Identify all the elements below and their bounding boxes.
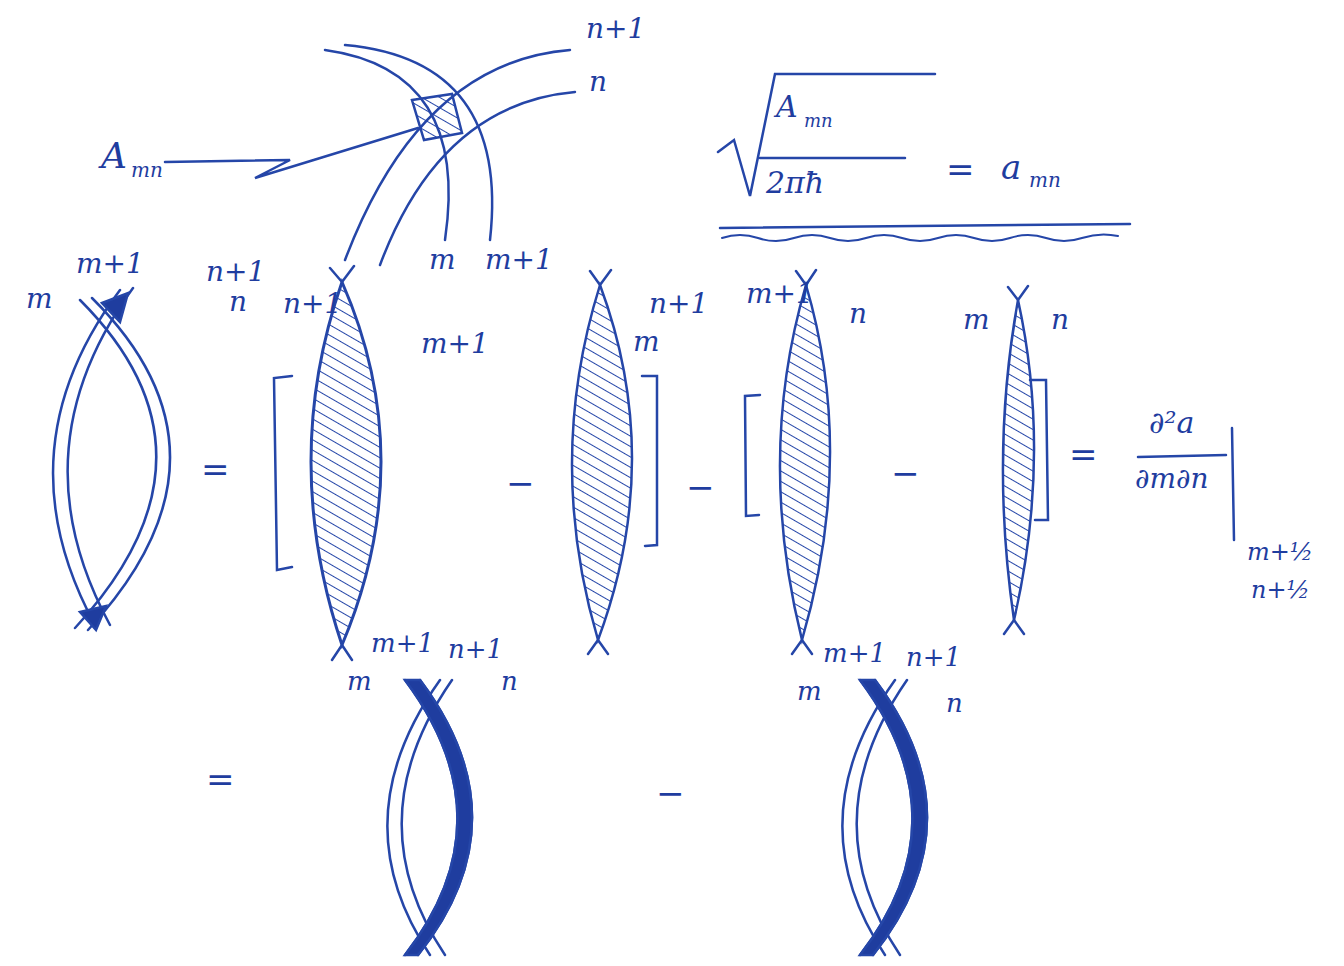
bracket xyxy=(745,395,760,516)
math-label: m+1 xyxy=(745,280,815,308)
math-label: A xyxy=(775,92,799,122)
hatched-lens xyxy=(311,282,381,645)
evaluation-bar xyxy=(1232,428,1234,540)
math-label: m+1 xyxy=(420,330,490,358)
crossing-cell xyxy=(80,606,106,630)
math-label: = xyxy=(1068,437,1099,471)
math-label: m xyxy=(346,668,373,694)
math-label: m+1 xyxy=(370,630,435,656)
math-label: A xyxy=(100,138,128,174)
math-label: m+1 xyxy=(822,640,887,666)
fraction-bar xyxy=(1138,455,1226,457)
math-label: m xyxy=(796,678,823,704)
math-label: n xyxy=(848,300,868,328)
math-label: n+1 xyxy=(447,636,504,662)
crossing-cell xyxy=(102,293,128,322)
math-label: mn xyxy=(1028,170,1062,190)
math-label: n xyxy=(945,690,964,716)
math-label: ∂m∂n xyxy=(1134,465,1210,493)
curve-extension xyxy=(1004,286,1028,634)
math-label: n xyxy=(500,668,519,694)
math-label: − xyxy=(685,470,716,504)
fraction-bar xyxy=(760,157,905,160)
math-label: = xyxy=(200,452,231,486)
math-label: n xyxy=(588,68,608,96)
math-label: m xyxy=(632,328,661,356)
curve-extension xyxy=(792,270,816,654)
math-label: mn xyxy=(803,112,834,130)
hatched-lens xyxy=(780,285,830,640)
math-label: n+1 xyxy=(648,290,709,318)
shaded-cell xyxy=(412,94,462,140)
level-curve xyxy=(345,50,570,260)
hatched-lens xyxy=(1003,300,1034,620)
math-label: n xyxy=(1050,306,1070,334)
hatched-lens xyxy=(572,285,632,640)
math-label: m xyxy=(428,246,457,274)
math-label: m+1 xyxy=(484,246,554,274)
filled-band xyxy=(405,680,472,955)
math-label: − xyxy=(505,466,536,500)
pointer-line xyxy=(165,128,418,178)
wavy-underline xyxy=(722,234,1118,241)
level-curve xyxy=(68,288,133,625)
math-label: n+1 xyxy=(282,290,343,318)
level-curve xyxy=(325,50,449,240)
math-label: n+1 xyxy=(205,258,266,286)
math-label: − xyxy=(890,456,921,490)
math-label: m xyxy=(962,306,991,334)
bracket xyxy=(274,376,292,570)
math-label: ∂²a xyxy=(1148,408,1195,438)
math-label: mn xyxy=(130,160,164,180)
curve-extension xyxy=(330,266,354,660)
math-label: − xyxy=(655,776,686,810)
math-label: m+½ xyxy=(1246,540,1314,564)
underline xyxy=(720,224,1130,228)
math-label: = xyxy=(205,762,236,796)
level-curve xyxy=(380,92,575,265)
math-label: a xyxy=(1000,150,1022,184)
math-label: m xyxy=(25,285,54,313)
filled-band xyxy=(860,680,927,955)
level-curve xyxy=(88,298,170,630)
math-label: n xyxy=(228,288,248,316)
math-label: n+1 xyxy=(905,644,962,670)
bracket xyxy=(1030,380,1048,520)
math-label: m+1 xyxy=(75,250,145,278)
math-label: = xyxy=(945,152,976,186)
level-curve xyxy=(75,300,156,628)
math-label: 2πħ xyxy=(765,168,825,198)
math-label: n+1 xyxy=(585,15,646,43)
math-label: n+½ xyxy=(1250,578,1311,602)
bracket xyxy=(642,376,657,546)
curve-extension xyxy=(588,270,611,654)
sqrt-sign xyxy=(718,74,935,196)
